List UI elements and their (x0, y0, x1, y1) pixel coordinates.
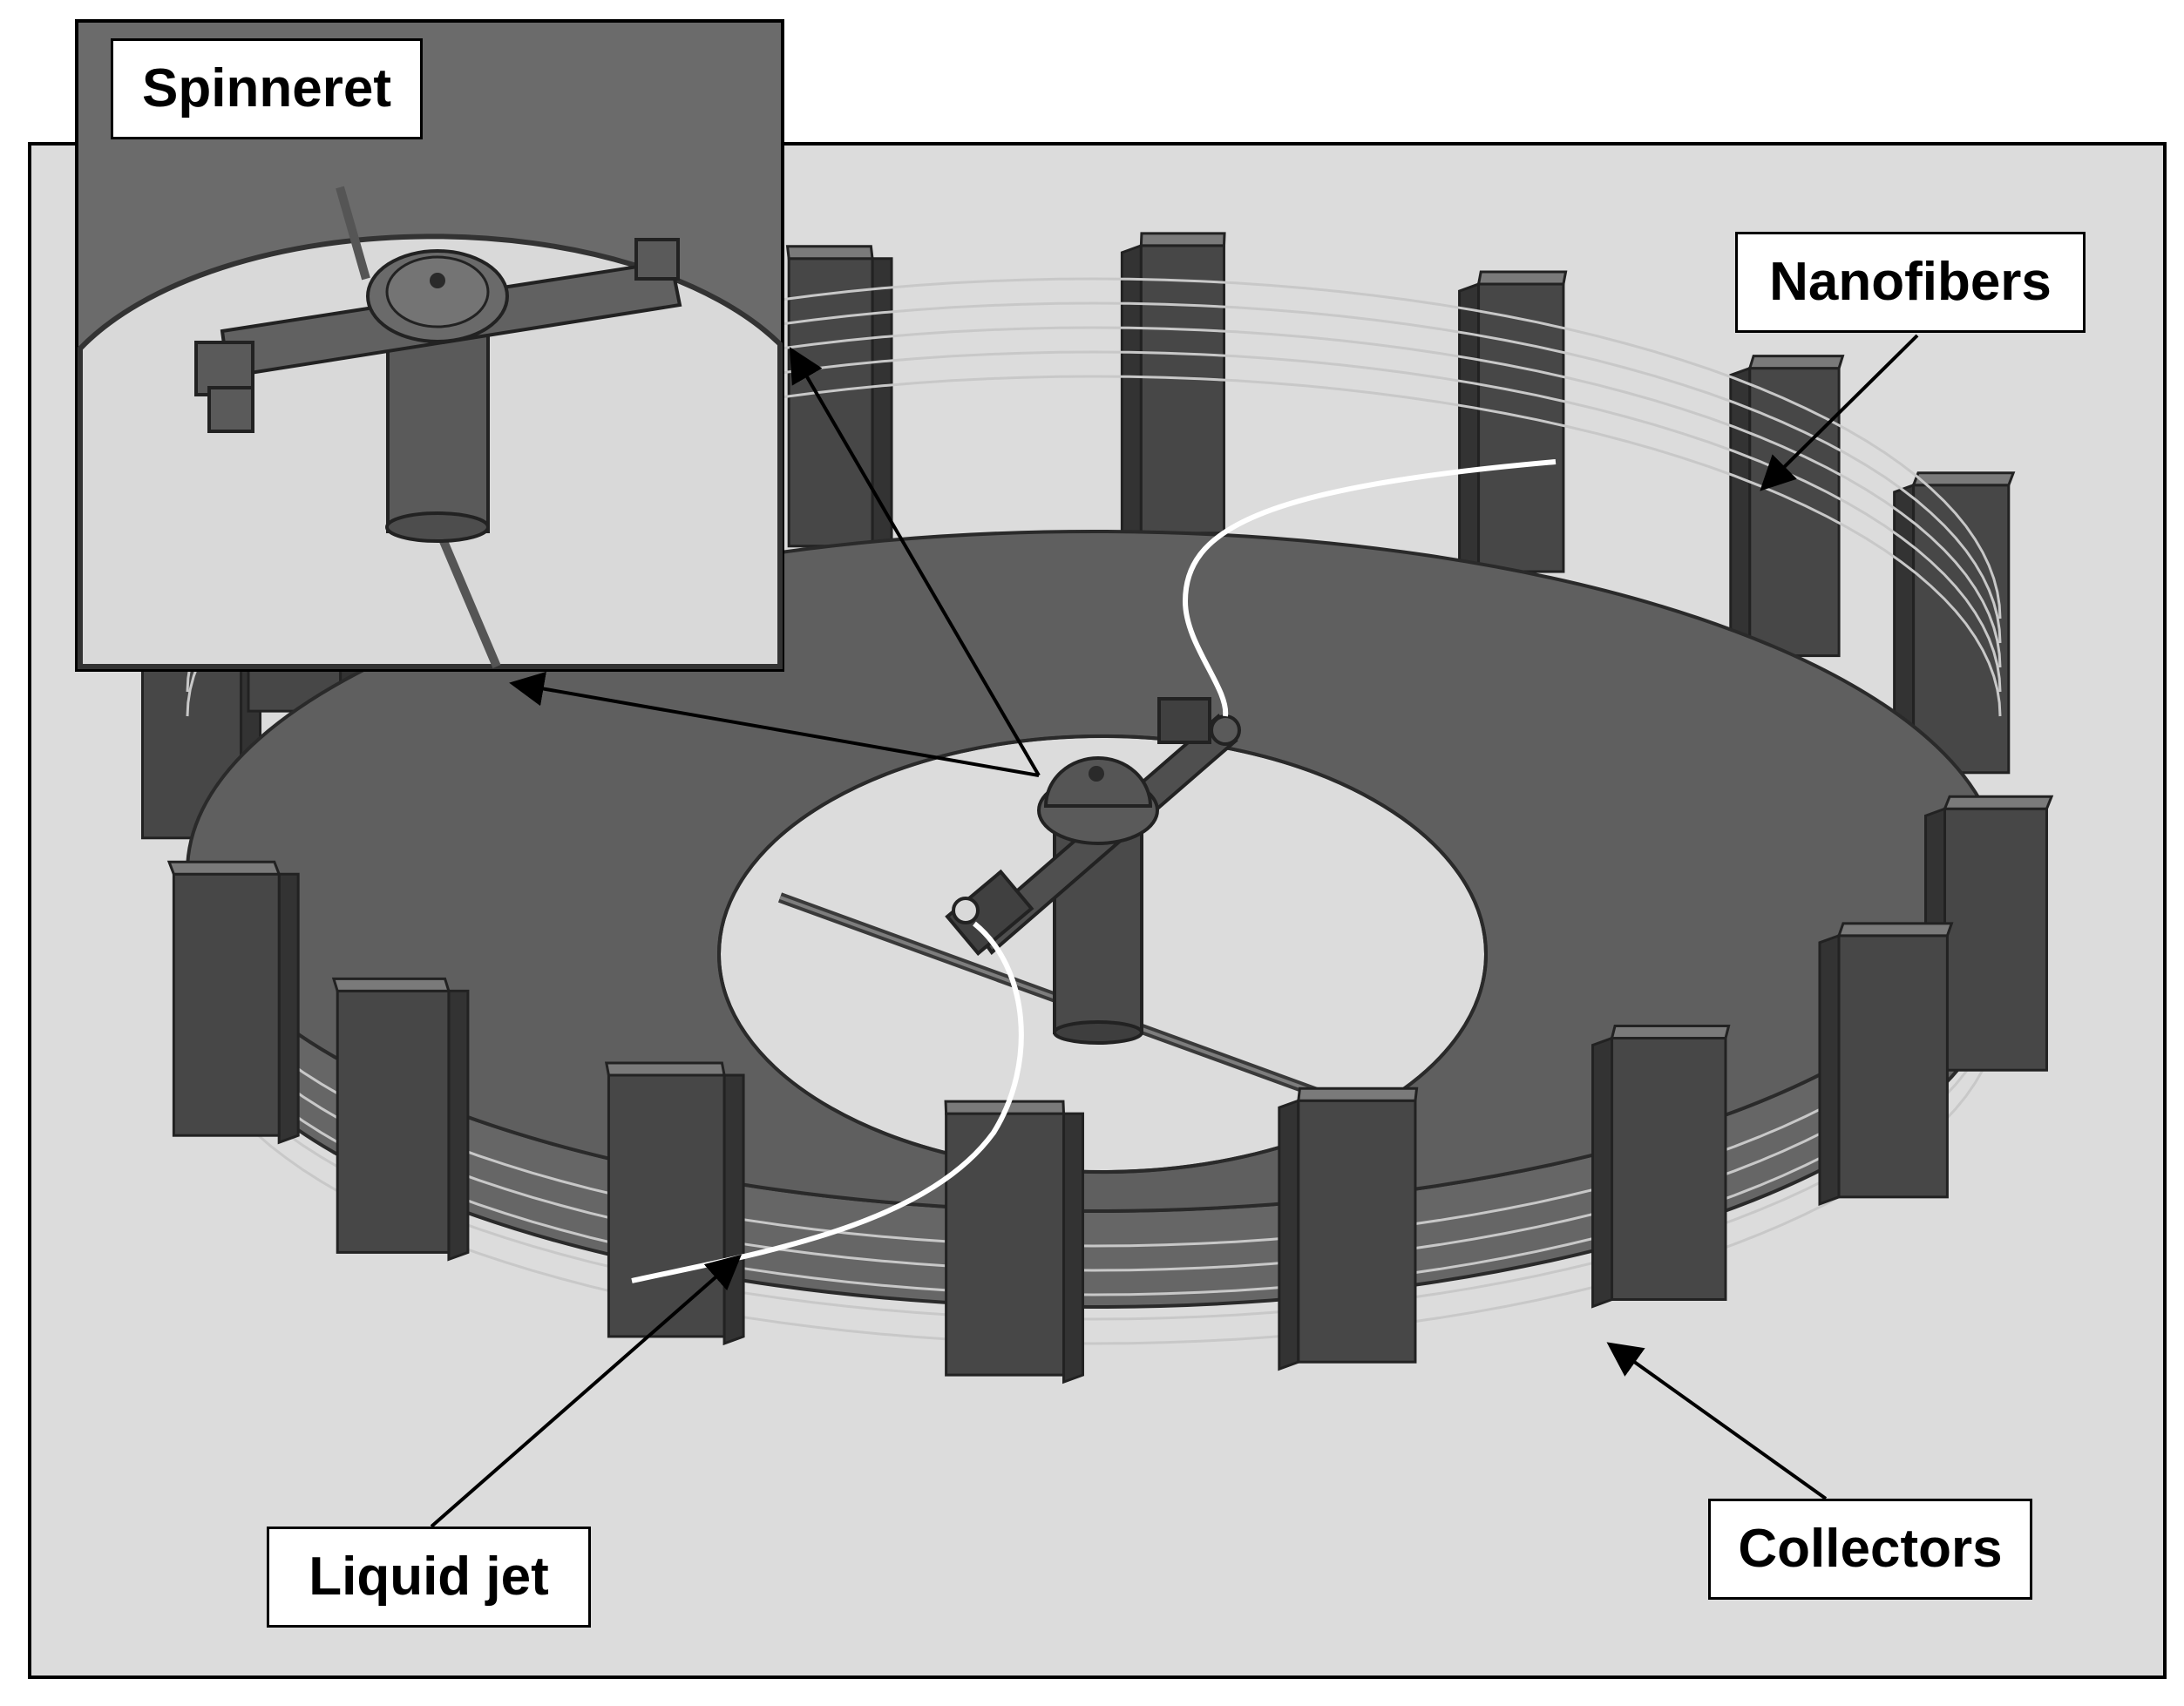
collector-face (172, 872, 281, 1137)
collector-face (1943, 807, 2048, 1072)
collector (944, 1100, 1085, 1384)
liquid-jet-back (1182, 459, 1557, 717)
collector-side (1729, 366, 1752, 665)
collector (785, 245, 893, 555)
collector-face (607, 1073, 726, 1338)
arrow-spinneret-left (509, 671, 1040, 777)
spinneret-model (945, 697, 1241, 1045)
collector-top (1911, 471, 2016, 487)
collector-face (1912, 484, 2011, 775)
label-nanofibers: Nanofibers (1735, 232, 2086, 333)
collector-face (787, 257, 874, 548)
collector-face (1837, 934, 1949, 1199)
collector-top (1943, 795, 2054, 810)
collector (1818, 922, 1954, 1206)
collector-side (277, 872, 300, 1145)
collector-face (1139, 244, 1225, 535)
arrow-liquid-jet (430, 1254, 743, 1528)
collector-face (1611, 1036, 1727, 1301)
center-opening (717, 735, 1488, 1174)
collector (331, 977, 470, 1262)
spinneret-inset (75, 19, 784, 672)
collector (604, 1061, 745, 1346)
leader-lines (430, 334, 1919, 1528)
collector-face (1748, 367, 1841, 658)
collector-face (1477, 282, 1565, 573)
collector-face (945, 1112, 1066, 1377)
collector-top (1747, 355, 1845, 370)
collector (1729, 355, 1845, 665)
collector-top (331, 977, 451, 992)
collector-side (1278, 1099, 1300, 1371)
collector-side (1591, 1036, 1614, 1309)
collector-side (1062, 1112, 1085, 1384)
arrow-nanofibers (1760, 334, 1919, 491)
collector-top (1836, 922, 1954, 938)
collector-top (604, 1061, 726, 1077)
collector-face (336, 989, 451, 1254)
collector-face (1297, 1099, 1417, 1364)
front-collectors-group (166, 795, 2054, 1384)
label-liquid-jet: Liquid jet (267, 1527, 591, 1628)
collector-side (447, 989, 470, 1262)
collector-top (1139, 232, 1226, 247)
collector-top (785, 245, 874, 261)
collector-top (1297, 1087, 1419, 1102)
collector-top (1476, 270, 1568, 286)
collector (1893, 471, 2016, 782)
arrow-spinneret-up (789, 347, 1041, 777)
collector-side (1818, 933, 1841, 1206)
collector-top (166, 860, 281, 876)
collector (1120, 232, 1226, 543)
label-collectors: Collectors (1708, 1499, 2032, 1600)
collector-side (722, 1073, 745, 1346)
label-spinneret: Spinneret (111, 38, 423, 139)
collector-top (1610, 1024, 1731, 1039)
collector-side (1458, 281, 1481, 581)
collector (1591, 1024, 1731, 1309)
collector-side (1120, 243, 1143, 543)
collector (166, 860, 300, 1145)
arrow-collectors (1606, 1342, 1828, 1500)
collector (1278, 1087, 1419, 1371)
